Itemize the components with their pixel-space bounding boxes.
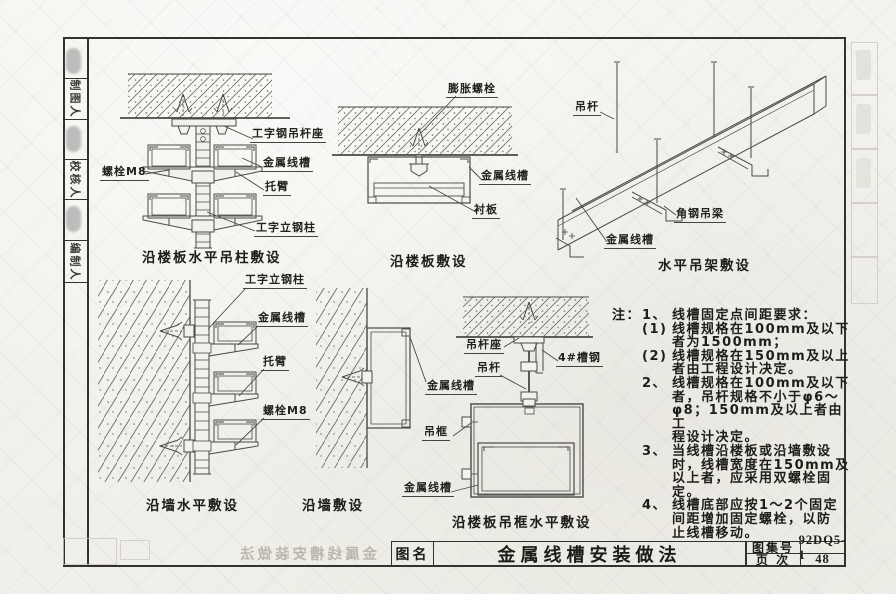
note-text: 线槽规格在100mm及以下 者为1500mm； bbox=[672, 321, 850, 351]
note-number: 2、 bbox=[642, 375, 668, 391]
titleblock-page-value-cell: 48 bbox=[799, 552, 846, 567]
margin-role-checker: 校核人 bbox=[63, 160, 88, 200]
d2-caption: 沿楼板敷设 bbox=[390, 254, 468, 270]
d1-label-ibeam-column: 工字立钢柱 bbox=[254, 221, 318, 237]
frame-bottom bbox=[63, 565, 845, 567]
d3-label-hanger-rod: 吊杆 bbox=[573, 100, 601, 116]
drawing-title: 金属线槽安装做法 bbox=[497, 544, 682, 566]
d1-label-metal-trunking: 金属线槽 bbox=[261, 156, 313, 172]
d6-linework bbox=[450, 296, 593, 498]
signature-blur bbox=[66, 126, 81, 152]
notes-heading: 注： bbox=[612, 308, 642, 323]
margin-role-label: 校核人 bbox=[68, 160, 82, 200]
note-item: 1、 线槽固定点间距要求： bbox=[642, 309, 852, 323]
margin-role-drafter: 制图人 bbox=[63, 79, 88, 119]
note-item: 2、 线槽规格在100mm及以下 者，吊杆规格不小于φ6～ φ8；150mm及以… bbox=[642, 377, 852, 445]
margin-role-label: 制图人 bbox=[68, 79, 82, 119]
note-item: 4、 线槽底部应按1～2个固定 间距增加固定螺栓，以防 止线槽移动。 bbox=[642, 499, 852, 540]
d6-label-channel-steel: 4#槽钢 bbox=[556, 351, 603, 367]
note-item: (1) 线槽规格在100mm及以下 者为1500mm； bbox=[642, 321, 852, 351]
margin-divider bbox=[63, 199, 88, 201]
d2-label-metal-trunking: 金属线槽 bbox=[479, 169, 531, 185]
d5-linework bbox=[316, 288, 427, 468]
titleblock-name-label: 图名 bbox=[395, 546, 430, 563]
margin-divider bbox=[63, 240, 88, 242]
atlas-number-label: 图集号 bbox=[751, 541, 794, 555]
d4-linework bbox=[98, 280, 265, 482]
d4-label-metal-trunking: 金属线槽 bbox=[256, 311, 308, 327]
margin-role-label: 编制人 bbox=[68, 242, 82, 282]
note-text: 线槽底部应按1～2个固定 间距增加固定螺栓，以防 止线槽移动。 bbox=[672, 498, 839, 541]
d6-caption: 沿楼板吊框水平敷设 bbox=[452, 515, 592, 531]
note-number: (1) bbox=[642, 321, 668, 337]
d5-caption: 沿墙敷设 bbox=[302, 498, 364, 514]
d1-label-ibeam-hanger-seat: 工字钢吊杆座 bbox=[250, 127, 326, 143]
d4-label-bolt-m8: 螺栓M8 bbox=[261, 404, 310, 420]
notes-block: 注： 1、 线槽固定点间距要求： (1) 线槽规格在100mm及以下 者为150… bbox=[612, 309, 852, 540]
margin-divider bbox=[63, 282, 88, 284]
d6-label-hanger-rod-seat: 吊杆座 bbox=[464, 338, 504, 354]
note-number: 3、 bbox=[642, 443, 668, 459]
d4-label-bracket-arm: 托臂 bbox=[261, 355, 289, 371]
d3-label-angle-steel-beam: 角钢吊梁 bbox=[674, 207, 726, 223]
signature-blur bbox=[66, 48, 81, 74]
note-text: 当线槽沿楼板或沿墙敷设 时，线槽宽度在150mm及 以上者，应采用双螺栓固 定。 bbox=[672, 443, 850, 500]
d1-label-bolt-m8: 螺栓M8 bbox=[100, 165, 149, 181]
note-item: (2) 线槽规格在150mm及以上 者由工程设计决定。 bbox=[642, 348, 852, 378]
signature-blur bbox=[66, 206, 81, 232]
margin-divider bbox=[63, 78, 88, 80]
note-text: 线槽固定点间距要求： bbox=[672, 308, 818, 323]
frame-left-outer bbox=[63, 37, 65, 567]
frame-top bbox=[63, 37, 845, 39]
page-number-label: 页 次 bbox=[755, 553, 791, 568]
titleblock-name-label-cell: 图名 bbox=[391, 541, 434, 566]
note-number: 1、 bbox=[642, 308, 668, 323]
d2-label-expansion-bolt: 膨胀螺栓 bbox=[446, 82, 498, 98]
notes-list: 1、 线槽固定点间距要求： (1) 线槽规格在100mm及以下 者为1500mm… bbox=[642, 309, 852, 540]
frame-right bbox=[844, 37, 846, 567]
d6-label-metal-trunking: 金属线槽 bbox=[402, 481, 454, 497]
margin-divider bbox=[63, 159, 88, 161]
page-number-value: 48 bbox=[815, 552, 830, 567]
d2-label-liner-plate: 衬板 bbox=[472, 203, 500, 219]
d6-label-hanging-frame: 吊框 bbox=[422, 425, 450, 441]
note-number: 4、 bbox=[642, 498, 668, 514]
atlas-number-value: 92DQ5-1 bbox=[798, 532, 847, 562]
d6-label-hanger-rod: 吊杆 bbox=[475, 361, 503, 377]
d1-caption: 沿楼板水平吊柱敷设 bbox=[142, 250, 282, 266]
d2-linework bbox=[332, 95, 518, 213]
d1-linework bbox=[120, 73, 290, 249]
d3-label-metal-trunking: 金属线槽 bbox=[604, 233, 656, 249]
margin-role-compiler: 编制人 bbox=[63, 242, 88, 282]
d4-label-ibeam-column: 工字立钢柱 bbox=[243, 273, 307, 289]
note-text: 线槽规格在100mm及以下 者，吊杆规格不小于φ6～ φ8；150mm及以上者由… bbox=[672, 375, 850, 446]
d3-caption: 水平吊架敷设 bbox=[658, 258, 751, 274]
note-item: 3、 当线槽沿楼板或沿墙敷设 时，线槽宽度在150mm及 以上者，应采用双螺栓固… bbox=[642, 445, 852, 499]
d4-caption: 沿墙水平敷设 bbox=[146, 498, 239, 514]
note-number: (2) bbox=[642, 348, 668, 364]
frame-left-inner bbox=[87, 37, 89, 567]
titleblock-page-label-cell: 页 次 bbox=[745, 552, 801, 568]
margin-divider bbox=[63, 119, 88, 121]
titleblock-title-cell: 金属线槽安装做法 bbox=[432, 541, 747, 566]
note-text: 线槽规格在150mm及以上 者由工程设计决定。 bbox=[672, 348, 850, 378]
d1-label-bracket-arm: 托臂 bbox=[263, 180, 291, 196]
d3-linework bbox=[555, 61, 827, 258]
d5-label-metal-trunking: 金属线槽 bbox=[425, 379, 477, 395]
